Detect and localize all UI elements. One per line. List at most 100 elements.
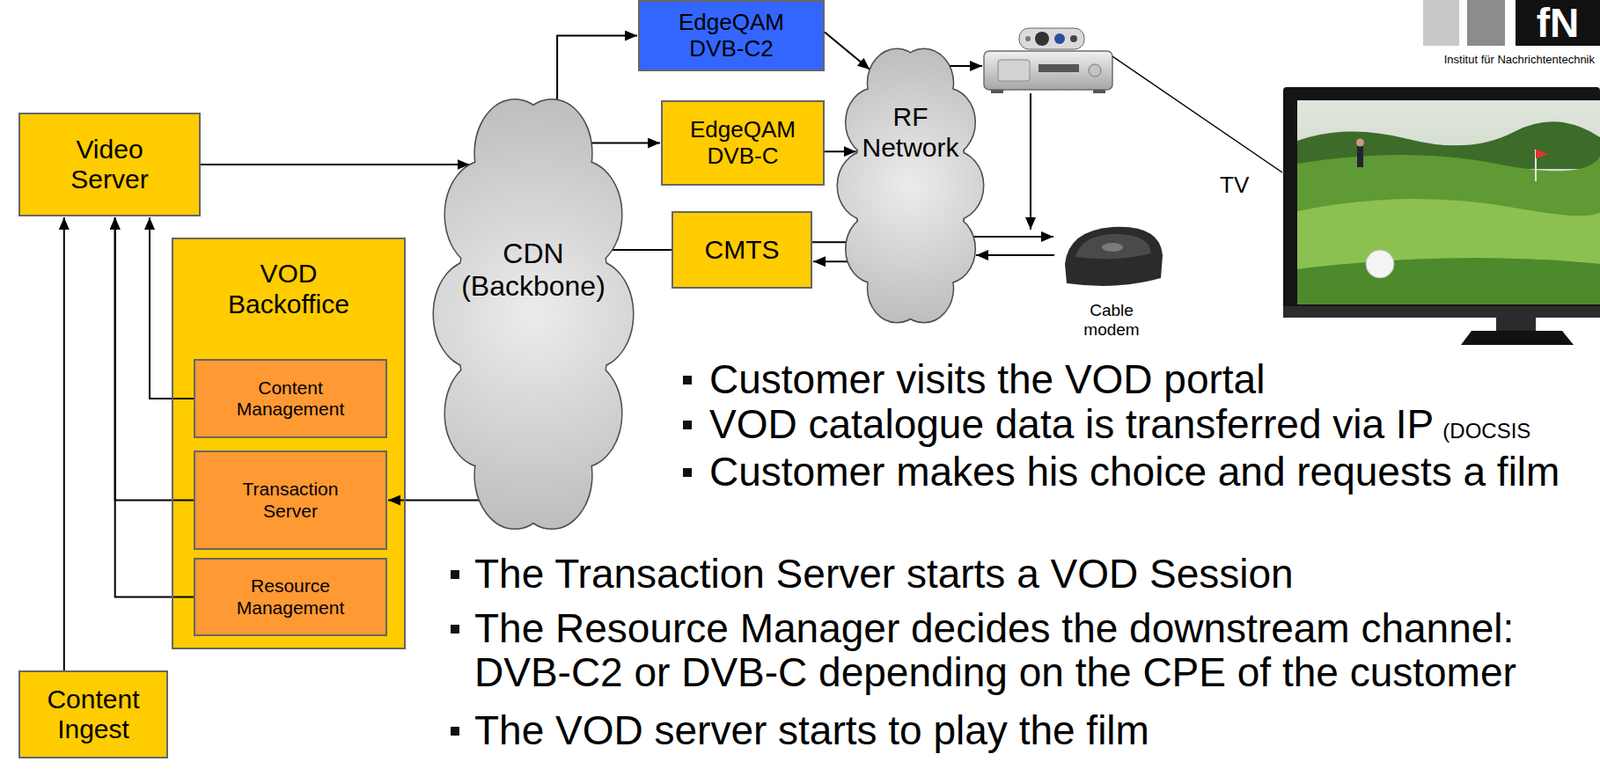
cloud-lobe-fill xyxy=(924,151,984,220)
cloud-lobe-fill xyxy=(917,214,976,283)
process-box: Content Management xyxy=(193,359,388,439)
bullet-marker xyxy=(450,624,460,634)
process-box: Transaction Server xyxy=(193,450,388,551)
node-text: Content Ingest xyxy=(27,684,160,746)
label-box: TV xyxy=(1219,171,1249,199)
cloud-outline xyxy=(433,91,633,537)
logo-square xyxy=(1423,0,1460,46)
node-text: EdgeQAM DVB-C2 xyxy=(656,9,807,63)
cloud-lobe-outline xyxy=(924,151,984,220)
logo-square xyxy=(1467,0,1505,46)
node-text: Cable modem xyxy=(1076,300,1147,340)
bullet-marker xyxy=(450,726,460,736)
bullet-marker xyxy=(682,468,692,478)
connector xyxy=(824,150,857,153)
stb-panel xyxy=(998,59,1030,81)
bullet-text: Customer visits the VOD portal xyxy=(709,358,1265,403)
node-text: CDN (Backbone) xyxy=(454,237,613,303)
label-box: The VOD server starts to play the film xyxy=(474,709,1150,754)
remote-button xyxy=(1025,36,1031,42)
cloud-outline xyxy=(837,44,984,328)
bullet-note: (DOCSIS xyxy=(1442,418,1531,445)
institute-logo xyxy=(1423,0,1600,46)
stb-to-tv-wire xyxy=(1112,56,1283,173)
remote-button xyxy=(1070,35,1078,43)
remote-button xyxy=(1054,33,1065,45)
connector xyxy=(200,163,470,166)
modem-body xyxy=(1064,227,1163,287)
golf-ball xyxy=(1365,249,1395,279)
cloud-lobe-outline xyxy=(542,359,622,467)
rough xyxy=(1297,257,1600,305)
label-box: Institut für Nachrichtentechnik xyxy=(1444,52,1595,67)
golfer xyxy=(1357,146,1364,168)
stb-body xyxy=(983,51,1113,90)
cloud-lobe-fill xyxy=(837,151,896,220)
label-box: (DOCSIS xyxy=(1442,418,1531,445)
cloud-lobe-outline xyxy=(917,214,976,283)
remote-button xyxy=(1034,31,1050,46)
golfer-head xyxy=(1356,139,1365,147)
connector xyxy=(115,217,194,501)
network-cloud: RF Network xyxy=(837,44,984,328)
stb-foot xyxy=(1093,89,1106,94)
connector xyxy=(824,32,870,71)
device-label: TV xyxy=(1219,171,1249,199)
process-box: CMTS xyxy=(671,211,813,289)
bullet-text: Customer makes his choice and requests a… xyxy=(709,450,1560,495)
flag xyxy=(1535,149,1549,159)
tv-bottom-bezel xyxy=(1283,306,1600,318)
process-box: EdgeQAM DVB-C xyxy=(660,100,825,186)
node-text: Content Management xyxy=(215,377,366,420)
set-top-box xyxy=(983,28,1113,94)
process-box: EdgeQAM DVB-C2 xyxy=(638,0,825,72)
bullet-text: The Transaction Server starts a VOD Sess… xyxy=(474,552,1294,597)
connector xyxy=(812,241,851,243)
stb-foot xyxy=(990,89,1004,94)
connector xyxy=(557,36,638,105)
bullet-marker xyxy=(682,420,692,430)
stb-display xyxy=(1038,64,1079,73)
bullet-text: The Resource Manager decides the downstr… xyxy=(474,607,1586,695)
bullet-text: VOD catalogue data is transferred via IP xyxy=(709,403,1434,448)
device-node: Cable modem xyxy=(1054,214,1169,344)
label-box: Customer makes his choice and requests a… xyxy=(709,450,1560,495)
node-text: EdgeQAM DVB-C xyxy=(672,117,814,170)
process-box: Video Server xyxy=(18,112,201,217)
stb-button xyxy=(1088,64,1101,77)
process-box: Resource Management xyxy=(193,557,388,637)
label-box: The Transaction Server starts a VOD Sess… xyxy=(474,552,1294,597)
connector xyxy=(115,217,194,598)
cloud-lobe-outline xyxy=(837,151,896,220)
node-text: CMTS xyxy=(704,234,780,266)
logo-caption: Institut für Nachrichtentechnik xyxy=(1444,52,1595,67)
connector xyxy=(608,249,672,251)
remote-control xyxy=(1019,28,1085,50)
node-text: RF Network xyxy=(853,102,969,163)
cable-modem-icon xyxy=(1064,227,1163,287)
process-box: Content Ingest xyxy=(18,670,169,759)
node-text: Transaction Server xyxy=(215,478,366,522)
node-text: VOD Backoffice xyxy=(200,258,377,320)
connector xyxy=(968,235,1054,238)
connector xyxy=(587,142,661,145)
label-box: VOD catalogue data is transferred via IP xyxy=(709,403,1434,448)
bullet-marker xyxy=(450,570,460,580)
tv-set xyxy=(1283,87,1600,345)
tv-neck xyxy=(1496,317,1536,331)
cloud-lobe-fill xyxy=(542,359,622,467)
bullet-marker xyxy=(682,375,692,385)
label-box: fN xyxy=(1515,0,1600,46)
label-box: The Resource Manager decides the downstr… xyxy=(474,607,1586,695)
connector xyxy=(63,217,66,671)
connector xyxy=(976,254,1055,257)
network-cloud: CDN (Backbone) xyxy=(433,91,633,537)
connector xyxy=(813,260,852,263)
modem-badge xyxy=(1101,242,1123,252)
tv-base xyxy=(1460,330,1574,345)
stb-to-modem-arrow xyxy=(1029,93,1032,230)
modem-top xyxy=(1075,234,1152,259)
logo-square xyxy=(1515,0,1600,46)
node-text: Resource Management xyxy=(215,575,366,618)
label-box: Customer visits the VOD portal xyxy=(709,358,1265,403)
